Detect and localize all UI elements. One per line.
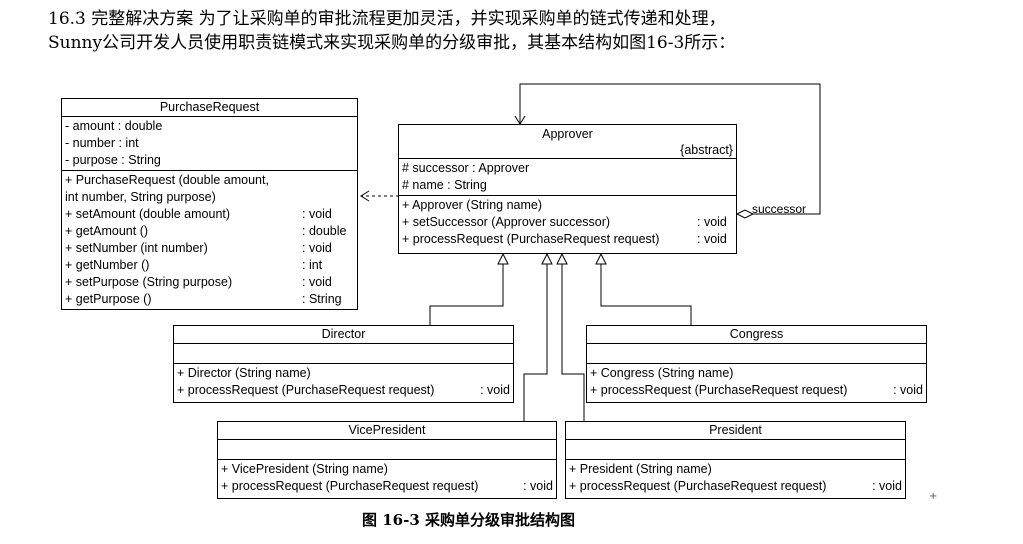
inherit-triangle-president xyxy=(556,252,568,265)
op-row: + getPurpose (): String xyxy=(65,292,342,306)
inherit-line-president xyxy=(561,264,585,421)
figure-caption: 图 16-3 采购单分级审批结构图 xyxy=(362,511,575,529)
successor-association-line xyxy=(519,83,821,215)
director-name: Director xyxy=(321,327,366,341)
purchaserequest-attributes: - amount : double - number : int - purpo… xyxy=(62,116,357,170)
op-row: + Approver (String name) xyxy=(402,198,542,212)
vicepresident-class: VicePresident + VicePresident (String na… xyxy=(217,421,557,499)
president-name: President xyxy=(709,423,762,437)
purchaserequest-name: PurchaseRequest xyxy=(159,100,260,114)
op-row: + setAmount (double amount): void xyxy=(65,207,332,221)
attr-row: # successor : Approver xyxy=(402,161,530,175)
op-row: + processRequest (PurchaseRequest reques… xyxy=(402,232,727,246)
director-class: Director + Director (String name) + proc… xyxy=(173,325,514,403)
inherit-line-director xyxy=(429,264,504,325)
congress-class: Congress + Congress (String name) + proc… xyxy=(586,325,927,403)
attr-row: - purpose : String xyxy=(65,153,161,167)
vicepresident-attributes xyxy=(218,439,556,459)
approver-header: Approver {abstract} xyxy=(399,125,736,158)
attr-row: - number : int xyxy=(65,136,139,150)
op-row: + getNumber (): int xyxy=(65,258,323,272)
intro-line-1: 16.3 完整解决方案 为了让采购单的审批流程更加灵活，并实现采购单的链式传递和… xyxy=(48,9,726,29)
approver-name: Approver xyxy=(542,127,593,141)
congress-attributes xyxy=(587,343,926,363)
attr-row: # name : String xyxy=(402,178,487,192)
paragraph-mark-icon: + xyxy=(929,491,938,502)
op-row: + setSuccessor (Approver successor): voi… xyxy=(402,215,727,229)
inherit-triangle-congress xyxy=(595,252,607,265)
successor-label: successor xyxy=(752,202,807,216)
approver-stereotype: {abstract} xyxy=(680,143,733,157)
approver-attributes: # successor : Approver # name : String xyxy=(399,158,736,195)
op-row: + Congress (String name) xyxy=(590,366,734,380)
vicepresident-operations: + VicePresident (String name) + processR… xyxy=(218,459,556,496)
approver-class: Approver {abstract} # successor : Approv… xyxy=(398,124,737,254)
purchaserequest-class: PurchaseRequest - amount : double - numb… xyxy=(61,98,358,310)
inherit-triangle-vicepresident xyxy=(541,252,553,265)
aggregation-diamond xyxy=(735,209,755,219)
purchaserequest-operations: + PurchaseRequest (double amount, int nu… xyxy=(62,170,357,309)
approver-operations: + Approver (String name) + setSuccessor … xyxy=(399,195,736,249)
op-row: + getAmount (): double xyxy=(65,224,347,238)
op-row: + PurchaseRequest (double amount, xyxy=(65,173,269,187)
op-row: + processRequest (PurchaseRequest reques… xyxy=(590,383,923,397)
op-row: + processRequest (PurchaseRequest reques… xyxy=(177,383,510,397)
op-row: + processRequest (PurchaseRequest reques… xyxy=(221,479,553,493)
president-class: President + President (String name) + pr… xyxy=(565,421,906,499)
op-row: + setNumber (int number): void xyxy=(65,241,332,255)
op-row: + Director (String name) xyxy=(177,366,311,380)
inherit-triangle-director xyxy=(497,252,509,265)
congress-operations: + Congress (String name) + processReques… xyxy=(587,363,926,400)
op-row: + setPurpose (String purpose): void xyxy=(65,275,332,289)
op-row: + VicePresident (String name) xyxy=(221,462,388,476)
congress-name: Congress xyxy=(729,327,784,341)
op-row: + President (String name) xyxy=(569,462,712,476)
attr-row: - amount : double xyxy=(65,119,163,133)
director-attributes xyxy=(174,343,513,363)
op-row: + processRequest (PurchaseRequest reques… xyxy=(569,479,902,493)
president-attributes xyxy=(566,439,905,459)
president-operations: + President (String name) + processReque… xyxy=(566,459,905,496)
inherit-line-vicepresident xyxy=(523,264,548,421)
director-operations: + Director (String name) + processReques… xyxy=(174,363,513,400)
vicepresident-name: VicePresident xyxy=(348,423,426,437)
inherit-line-congress xyxy=(600,264,692,325)
intro-line-2: Sunny公司开发人员使用职责链模式来实现采购单的分级审批，其基本结构如图16-… xyxy=(48,33,736,53)
op-row: int number, String purpose) xyxy=(65,190,216,204)
dependency-arrowhead xyxy=(360,190,370,202)
